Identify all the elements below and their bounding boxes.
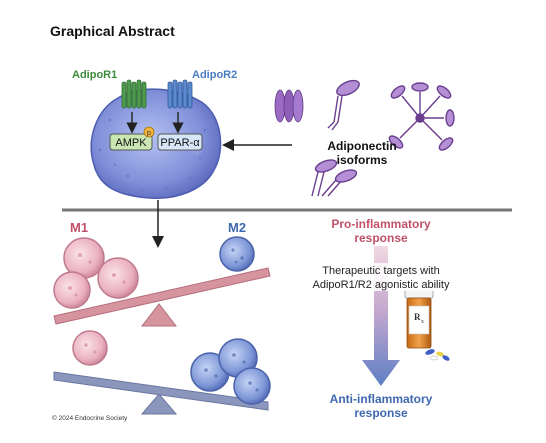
rx-pill-bottle-icon: R x — [404, 289, 450, 361]
therapy-line2: AdipoR1/R2 agonistic ability — [313, 279, 450, 291]
rx-label: R — [414, 312, 421, 322]
m1-label: M1 — [70, 220, 88, 235]
phospho-label: p — [147, 130, 151, 137]
pro-inflammatory-line2: response — [354, 231, 408, 245]
copyright-text: © 2024 Endocrine Society — [52, 414, 128, 422]
rx-subscript: x — [421, 319, 424, 325]
anti-inflammatory-line2: response — [354, 406, 408, 420]
adipor1-receptor-icon — [121, 79, 147, 109]
adiponectin-hexamer-icon — [327, 79, 360, 131]
adiponectin-label-line1: Adiponectin — [327, 139, 396, 153]
m2-label: M2 — [228, 220, 246, 235]
page-title: Graphical Abstract — [50, 23, 175, 39]
m2-macrophage-cells-bottom — [190, 338, 271, 405]
pro-inflammatory-line1: Pro-inflammatory — [331, 217, 431, 231]
adipor2-label: AdipoR2 — [192, 69, 237, 81]
adipor1-label: AdipoR1 — [72, 69, 117, 81]
phospho-badge — [143, 126, 155, 138]
anti-inflammatory-line1: Anti-inflammatory — [330, 392, 433, 406]
top-seesaw-beam — [53, 267, 271, 325]
adiponectin-label-line2: isoforms — [337, 153, 388, 167]
pro-to-anti-gradient-arrow — [362, 246, 400, 386]
bottom-seesaw-beam — [53, 371, 269, 411]
bottom-seesaw-fulcrum — [140, 393, 178, 415]
ppar-label: PPAR-α — [160, 137, 200, 149]
adiponectin-hmw-icon — [388, 82, 455, 151]
therapy-line1: Therapeutic targets with — [322, 265, 439, 277]
m1-macrophage-cell-bottom — [72, 330, 108, 366]
therapy-text-backdrop — [310, 263, 458, 291]
m1-macrophage-cells — [53, 237, 139, 309]
m2-macrophage-cell-top — [219, 236, 255, 272]
ppar-box — [157, 133, 203, 151]
adiponectin-trimer-icon — [274, 89, 304, 123]
adipor2-receptor-icon — [167, 79, 193, 109]
ampk-label: AMPK — [115, 137, 147, 149]
ampk-box — [109, 133, 153, 151]
top-seesaw-fulcrum — [140, 303, 178, 327]
adiponectin-dimer-icon — [311, 159, 358, 197]
